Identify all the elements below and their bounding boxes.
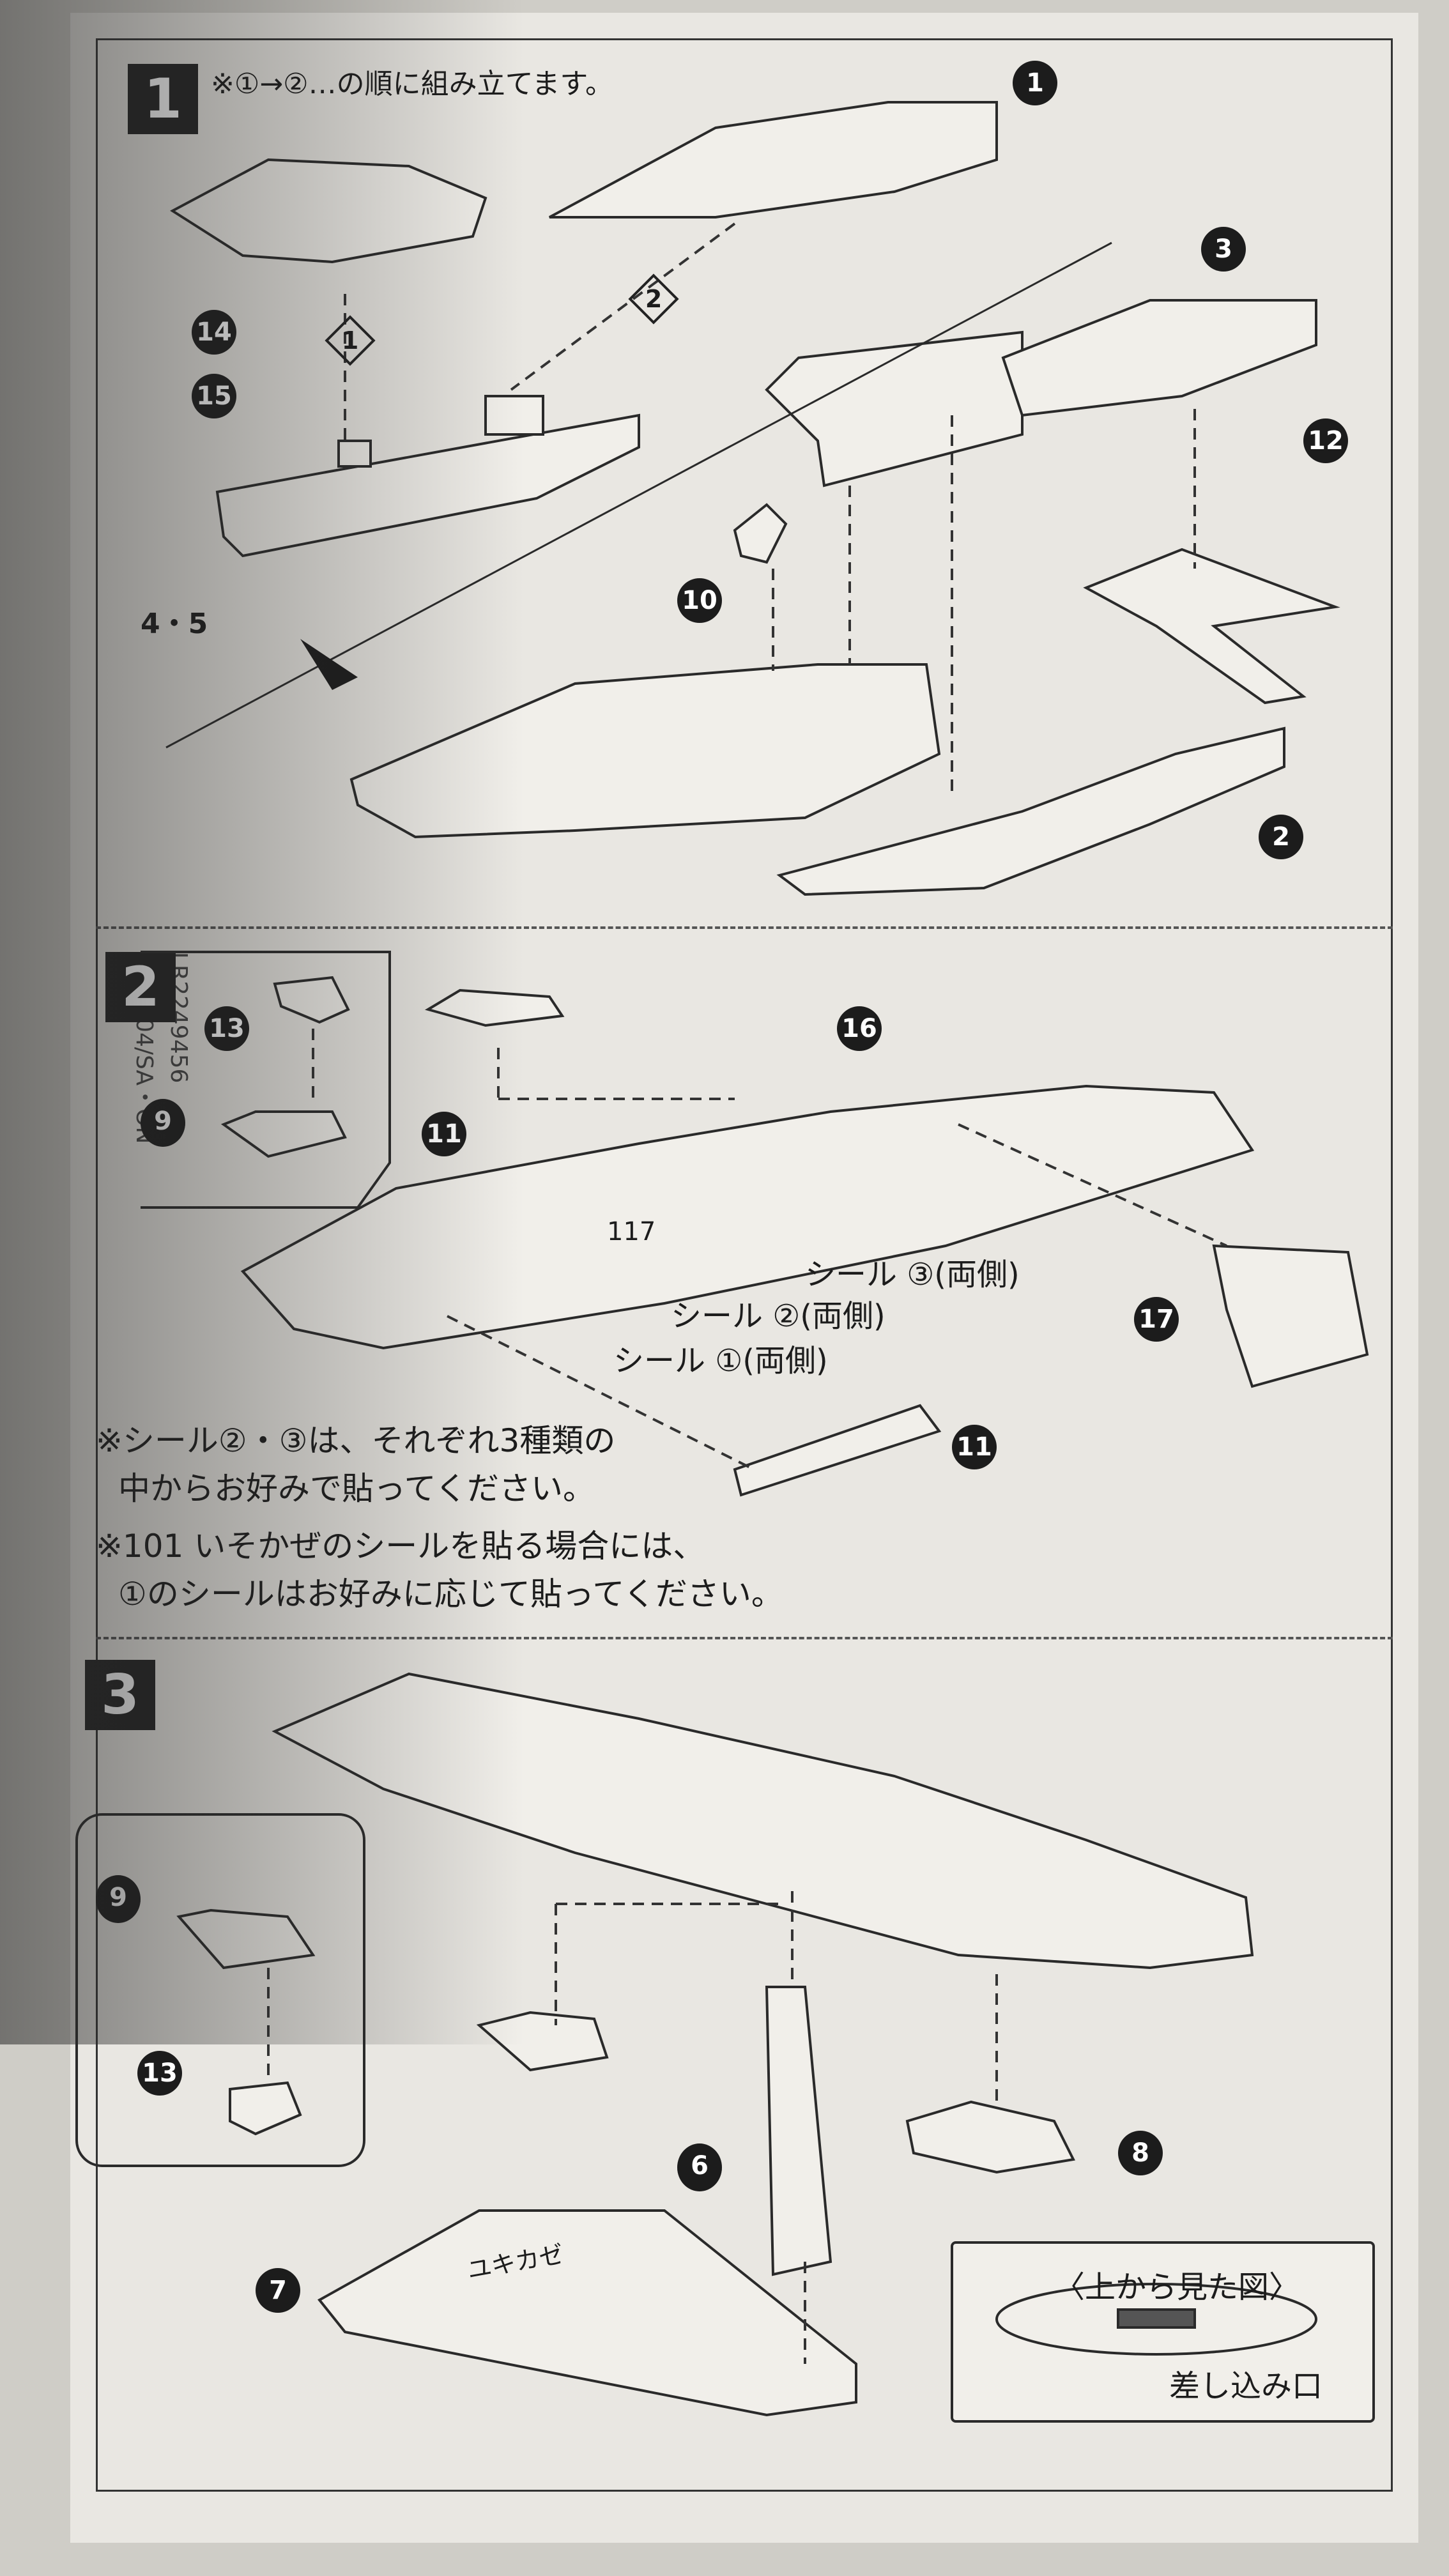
part-6-pillar bbox=[765, 1986, 832, 2276]
step-2-inset bbox=[141, 951, 391, 1209]
part-1-bow bbox=[549, 101, 998, 218]
step-3-pod-9 bbox=[176, 1908, 316, 1970]
callout-13-step3: 13 bbox=[137, 2051, 182, 2096]
seal-3-label: シール ③(両側) bbox=[805, 1257, 1020, 1292]
callout-9-step3: 9 bbox=[96, 1875, 141, 1923]
part-11-fin bbox=[733, 1404, 942, 1497]
part-7-stand bbox=[317, 2209, 857, 2417]
step-1-assembled bbox=[349, 663, 941, 839]
callout-13-step2: 13 bbox=[204, 1006, 249, 1051]
part-10-mast bbox=[733, 503, 788, 564]
seal-1-label: シール ①(両側) bbox=[613, 1343, 828, 1379]
callout-12: 12 bbox=[1303, 418, 1348, 463]
part-2-lowerhull bbox=[776, 726, 1285, 896]
note-2-line-2: ①のシールはお好みに応じて貼ってください。 bbox=[118, 1575, 783, 1613]
callout-10: 10 bbox=[677, 578, 722, 623]
callout-16: 16 bbox=[837, 1006, 882, 1051]
callout-1: 1 bbox=[1013, 61, 1057, 105]
note-1-line-1: ※シール②・③は、それぞれ3種類の bbox=[96, 1422, 616, 1459]
hull-number-117: 117 bbox=[607, 1217, 656, 1246]
callout-11-step2: 11 bbox=[422, 1112, 466, 1156]
step-3-ship bbox=[272, 1672, 1254, 1970]
step-3-pod bbox=[476, 2011, 609, 2072]
topview-insert-label: 差し込み口 bbox=[1169, 2368, 1323, 2404]
part-3-midsection bbox=[765, 330, 1023, 487]
callout-15: 15 bbox=[192, 374, 236, 418]
part-13-small bbox=[273, 976, 350, 1024]
callout-6: 6 bbox=[677, 2143, 722, 2191]
step-3-pod-13 bbox=[229, 2081, 302, 2136]
callout-17: 17 bbox=[1134, 1297, 1179, 1342]
part-8-tank bbox=[905, 2100, 1075, 2174]
part-17-block bbox=[1212, 1244, 1369, 1388]
part-14-15-deck bbox=[170, 158, 487, 264]
step-divider-2 bbox=[96, 1637, 1393, 1639]
seal-2-label: シール ②(両側) bbox=[671, 1298, 885, 1334]
note-2-line-1: ※101 いそかぜのシールを貼る場合には、 bbox=[96, 1528, 705, 1565]
callout-7: 7 bbox=[256, 2268, 300, 2313]
callout-9-step2: 9 bbox=[141, 1099, 185, 1147]
topview-title: 〈上から見た図〉 bbox=[1054, 2269, 1300, 2305]
step-2-pod bbox=[424, 988, 565, 1027]
callout-3: 3 bbox=[1201, 227, 1246, 272]
step-divider-1 bbox=[96, 926, 1393, 929]
part-9-small bbox=[220, 1110, 347, 1158]
step-3-inset bbox=[75, 1813, 365, 2167]
callout-11-fin: 11 bbox=[952, 1425, 997, 1469]
callout-2: 2 bbox=[1259, 815, 1303, 859]
callout-8: 8 bbox=[1118, 2131, 1163, 2175]
callout-4-5: 4・5 bbox=[141, 608, 208, 640]
part-12-wings bbox=[1083, 548, 1340, 705]
callout-14: 14 bbox=[192, 310, 236, 355]
part-3-rear bbox=[1001, 299, 1317, 417]
part-4-5-hull bbox=[215, 413, 640, 558]
note-1-line-2: 中からお好みで貼ってください。 bbox=[118, 1470, 595, 1507]
